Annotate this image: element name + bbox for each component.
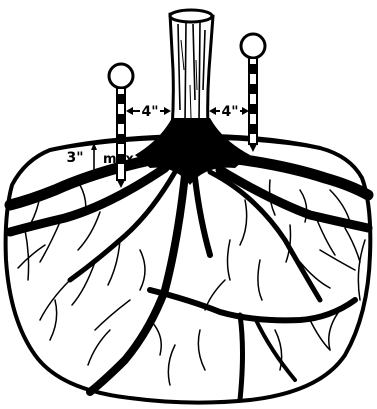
left-stake-ring-icon — [109, 64, 133, 88]
right-measuring-stake — [241, 34, 265, 152]
depth-qualifier-label: max — [103, 152, 134, 167]
right-distance-label: 4" — [221, 104, 238, 120]
depth-label: 3" — [66, 150, 83, 166]
tree-trunk — [170, 10, 213, 130]
right-stake-ring-icon — [241, 34, 265, 58]
left-distance-label: 4" — [141, 104, 158, 120]
